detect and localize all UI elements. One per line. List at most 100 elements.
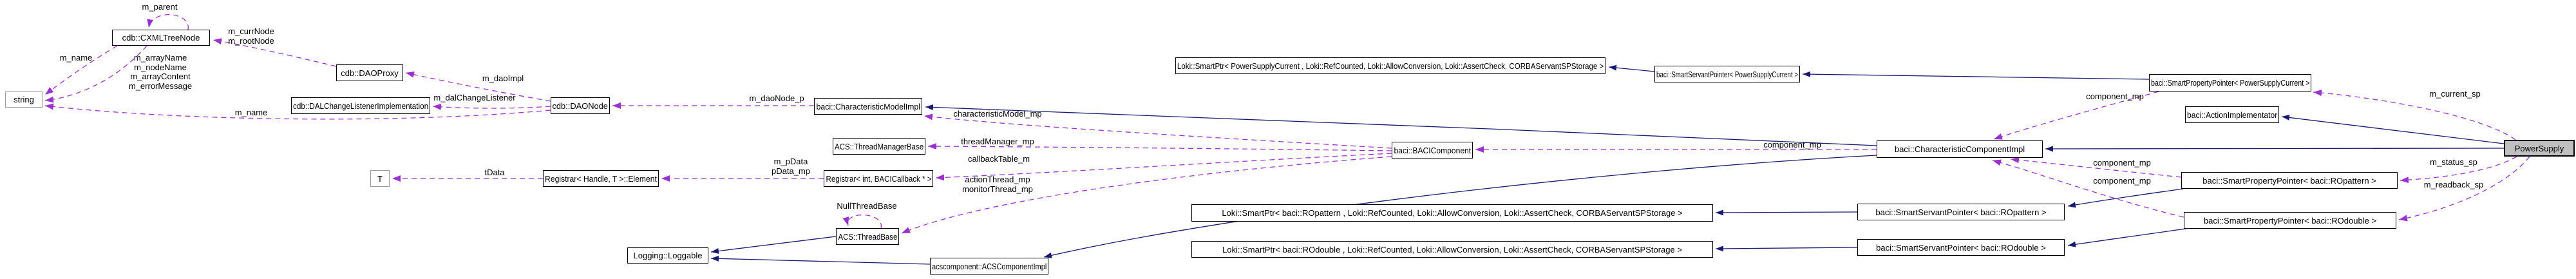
edge-label-m_parent: m_parent	[142, 2, 178, 12]
edge-ssp_rop-to-loki_rop	[1715, 209, 1858, 216]
class-node-actionimpl[interactable]: baci::ActionImplementator	[2185, 106, 2279, 123]
edge-label-m_daoNode_p: m_daoNode_p	[749, 93, 804, 103]
class-node-label: T	[377, 173, 383, 184]
edge-spp_rop-to-ccomp	[2010, 157, 2182, 178]
edge-threadbase-to-threadbase	[842, 214, 882, 229]
class-node-ssp_rop[interactable]: baci::SmartServantPointer< baci::ROpatte…	[1857, 204, 2065, 220]
edge-ssp_psc-to-loki_psc	[1608, 64, 1655, 72]
edge-label-m_name: m_name	[59, 53, 93, 63]
class-node-label: baci::ActionImplementator	[2186, 110, 2278, 120]
class-node-label: baci::BACIComponent	[1394, 145, 1471, 155]
class-node-chmodel[interactable]: baci::CharacteristicModelImpl	[814, 98, 922, 115]
edge-powersupply-to-spp_rop	[2400, 156, 2517, 184]
class-node-label: cdb::CXMLTreeNode	[122, 33, 200, 43]
edge-label-NullThreadBase: NullThreadBase	[837, 201, 897, 211]
edge-label-tData: tData	[484, 168, 505, 177]
edge-powersupply-to-ccomp	[2045, 146, 2505, 152]
class-node-ccomp[interactable]: baci::CharacteristicComponentImpl	[1877, 140, 2043, 158]
edge-baci-to-threadbase	[901, 156, 1392, 234]
edge-baci-to-threadmgr	[927, 143, 1392, 151]
class-node-label: Logging::Loggable	[633, 251, 703, 260]
class-node-daoproxy[interactable]: cdb::DAOProxy	[336, 64, 403, 81]
class-node-loggable[interactable]: Logging::Loggable	[627, 247, 708, 264]
edge-label-component_mp: component_mp	[2093, 158, 2151, 168]
class-node-label: baci::SmartPropertyPointer< baci::ROpatt…	[2202, 175, 2376, 186]
class-node-threadbase[interactable]: ACS::ThreadBase	[836, 228, 899, 245]
class-node-label: ACS::ThreadManagerBase	[834, 141, 924, 151]
edge-label-m_dalChangeListener: m_dalChangeListener	[433, 93, 516, 102]
class-node-label: Registrar< int, BACICallback * >	[826, 173, 931, 184]
class-node-dalchange[interactable]: cdb::DALChangeListenerImplementation	[291, 97, 430, 114]
edge-label-m_readback_sp: m_readback_sp	[2423, 180, 2484, 189]
class-node-label: Loki::SmartPtr< baci::ROpattern , Loki::…	[1222, 208, 1683, 218]
class-node-label: cdb::DAONode	[552, 101, 609, 111]
class-node-label: ACS::ThreadBase	[838, 231, 897, 242]
edge-spp_rod-to-ccomp	[1992, 159, 2184, 218]
class-node-cxmltree[interactable]: cdb::CXMLTreeNode	[112, 30, 210, 46]
edge-spp_rod-to-ssp_rod	[2067, 228, 2186, 247]
edge-label-component_mp: component_mp	[1763, 140, 1821, 149]
edge-label-callbackTable_m: callbackTable_m	[967, 154, 1030, 164]
class-node-label: acscomponent::ACSComponentImpl	[931, 261, 1047, 271]
class-node-label: baci::CharacteristicModelImpl	[816, 101, 920, 111]
class-node-acscomp[interactable]: acscomponent::ACSComponentImpl	[930, 258, 1048, 274]
edge-spp_psc-to-ssp_psc	[1802, 71, 2150, 80]
class-node-ssp_psc[interactable]: baci::SmartServantPointer< PowerSupplyCu…	[1654, 66, 1800, 82]
class-node-registrar[interactable]: Registrar< int, BACICallback * >	[824, 170, 933, 187]
edge-label-component_mp: component_mp	[2086, 91, 2144, 101]
class-node-label: Loki::SmartPtr< PowerSupplyCurrent , Lok…	[1177, 61, 1604, 71]
class-node-loki_rop[interactable]: Loki::SmartPtr< baci::ROpattern , Loki::…	[1191, 204, 1713, 222]
class-node-baci[interactable]: baci::BACIComponent	[1392, 142, 1473, 159]
edge-daonode-to-dalchange	[432, 103, 551, 110]
edge-label-component_mp: component_mp	[2093, 176, 2151, 186]
class-node-spp_psc[interactable]: baci::SmartPropertyPointer< PowerSupplyC…	[2149, 74, 2311, 91]
class-node-label: Registrar< Handle, T >::Element	[545, 173, 657, 184]
class-node-string: string	[5, 91, 43, 108]
class-node-label: baci::SmartServantPointer< baci::ROpatte…	[1875, 207, 2047, 217]
class-node-powersupply: PowerSupply	[2504, 140, 2575, 157]
class-node-label: PowerSupply	[2514, 143, 2564, 153]
edge-label-characteristicModel_mp: characteristicModel_mp	[953, 109, 1042, 119]
edge-spp_psc-to-ccomp	[1993, 91, 2159, 140]
edge-cxmltree-to-cxmltree	[147, 14, 189, 30]
edge-powersupply-to-spp_psc	[2313, 90, 2516, 140]
class-node-ssp_rod[interactable]: baci::SmartServantPointer< baci::ROdoubl…	[1857, 239, 2065, 256]
edge-daonode-to-string	[44, 103, 551, 120]
class-node-daonode[interactable]: cdb::DAONode	[551, 97, 610, 114]
class-node-spp_rop[interactable]: baci::SmartPropertyPointer< baci::ROpatt…	[2181, 172, 2398, 189]
edge-threadbase-to-loggable	[710, 236, 837, 254]
class-node-label: baci::SmartPropertyPointer< PowerSupplyC…	[2150, 78, 2310, 88]
class-node-label: baci::SmartPropertyPointer< baci::ROdoub…	[2203, 215, 2377, 226]
class-node-label: baci::CharacteristicComponentImpl	[1894, 144, 2025, 154]
edge-baci-to-chmodel	[923, 113, 1392, 149]
edge-ssp_rod-to-loki_rod	[1715, 245, 1858, 252]
class-node-label: string	[14, 95, 34, 104]
class-node-loki_psc[interactable]: Loki::SmartPtr< PowerSupplyCurrent , Lok…	[1175, 57, 1605, 74]
edge-daonode-to-daoproxy	[405, 71, 551, 102]
class-node-element[interactable]: Registrar< Handle, T >::Element	[543, 170, 659, 187]
class-node-label: baci::SmartServantPointer< baci::ROdoubl…	[1876, 242, 2046, 253]
edge-baci-to-registrar	[935, 153, 1392, 181]
class-node-label: baci::SmartServantPointer< PowerSupplyCu…	[1656, 69, 1798, 79]
edge-powersupply-to-spp_rod	[2398, 156, 2530, 222]
edge-daoproxy-to-cxmltree	[213, 38, 337, 67]
class-node-loki_rod[interactable]: Loki::SmartPtr< baci::ROdouble , Loki::R…	[1191, 241, 1713, 258]
edge-label-m_daoImpl: m_daoImpl	[482, 73, 524, 83]
class-node-label: Loki::SmartPtr< baci::ROdouble , Loki::R…	[1222, 244, 1682, 255]
edge-ccomp-to-acscomp	[1043, 155, 1877, 258]
edge-acscomp-to-loggable	[710, 255, 931, 265]
class-node-spp_rod[interactable]: baci::SmartPropertyPointer< baci::ROdoub…	[2184, 212, 2396, 229]
edge-powersupply-to-actionimpl	[2281, 114, 2505, 144]
edge-label-threadManager_mp: threadManager_mp	[961, 137, 1034, 146]
edge-spp_rop-to-ssp_rop	[2067, 188, 2184, 208]
edge-label-m_current_sp: m_current_sp	[2429, 89, 2481, 99]
class-node-threadmgr[interactable]: ACS::ThreadManagerBase	[833, 138, 925, 155]
class-node-label: cdb::DALChangeListenerImplementation	[292, 101, 429, 111]
class-node-t: T	[370, 170, 390, 187]
